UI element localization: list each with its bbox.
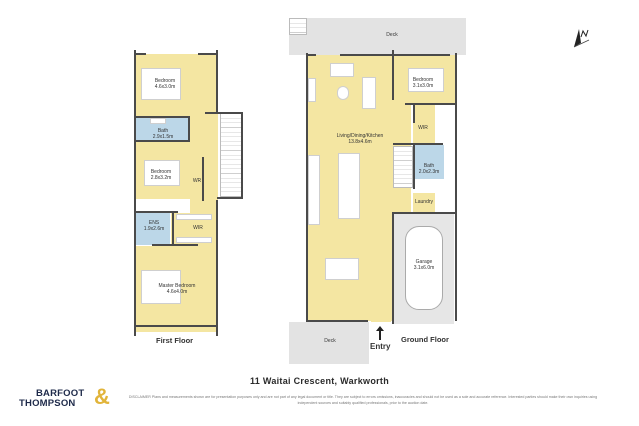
room-label: WIR: [418, 125, 428, 131]
wall: [217, 197, 243, 199]
wall: [152, 244, 198, 246]
wall: [172, 211, 174, 245]
laundry-area: [413, 193, 435, 212]
wall: [392, 50, 394, 100]
bed-icon: [141, 270, 181, 304]
wall: [392, 212, 394, 324]
wall: [455, 53, 457, 321]
room-label: WR: [192, 178, 202, 184]
first-floor-label: First Floor: [156, 336, 194, 345]
ground-floor-label: Ground Floor: [401, 335, 449, 344]
wall: [188, 116, 190, 140]
vanity-icon: [150, 118, 166, 124]
wall: [241, 112, 243, 198]
ground-bath-area: [414, 145, 444, 179]
ground-floor-stairs: [393, 146, 413, 188]
wall: [306, 54, 316, 56]
wall: [216, 200, 218, 336]
wall: [306, 320, 368, 322]
bed-icon: [408, 68, 444, 92]
wall: [134, 211, 178, 213]
room-label: Deck: [324, 338, 336, 344]
ensuite-area: [136, 213, 170, 245]
north-arrow-icon: [571, 26, 593, 48]
wall: [205, 112, 243, 114]
wall: [216, 50, 218, 114]
entry-area: [371, 305, 391, 322]
coffee-table-icon: [337, 86, 349, 100]
wall: [340, 54, 450, 56]
wall: [198, 53, 218, 55]
disclaimer-text: DISCLAIMER Plans and measurements shown …: [128, 395, 598, 405]
entry-arrow-icon: [376, 326, 384, 340]
brand-line-2: THOMPSON: [19, 398, 76, 409]
wall: [134, 116, 188, 118]
wall: [202, 157, 204, 201]
wall: [134, 50, 136, 336]
wall: [405, 103, 457, 105]
tv-unit-icon: [308, 78, 316, 102]
car-icon: [405, 226, 443, 310]
sofa-icon: [362, 77, 376, 109]
bed-icon: [144, 160, 180, 186]
wall: [393, 143, 443, 145]
room-label: WIR: [193, 225, 203, 231]
brand-line-1: BARFOOT: [36, 388, 85, 399]
sofa-icon: [330, 63, 354, 77]
property-title: 11 Waitai Crescent, Warkworth: [249, 376, 390, 386]
dining-table-icon: [325, 258, 359, 280]
wir-area: [413, 104, 435, 144]
deck-steps: [289, 18, 307, 35]
brand-ampersand: &: [94, 384, 110, 409]
bed-icon: [141, 68, 181, 100]
bottom-deck: [289, 322, 369, 364]
wall: [413, 103, 415, 123]
kitchen-bench-icon: [308, 155, 320, 225]
room-label: Deck: [386, 32, 398, 38]
wardrobe-shelf: [176, 237, 212, 243]
wall: [393, 212, 456, 214]
room-label: Laundry: [414, 199, 434, 205]
entry-label: Entry: [370, 342, 391, 351]
wardrobe-shelf: [176, 214, 212, 220]
wall: [134, 140, 190, 142]
wall: [306, 53, 308, 323]
wall: [413, 143, 415, 189]
top-deck: [289, 18, 466, 55]
wall: [134, 53, 146, 55]
first-floor-stairs: [220, 113, 242, 197]
first-floor-bath-area: [136, 117, 188, 140]
wall: [134, 325, 218, 327]
kitchen-island-icon: [338, 153, 360, 219]
